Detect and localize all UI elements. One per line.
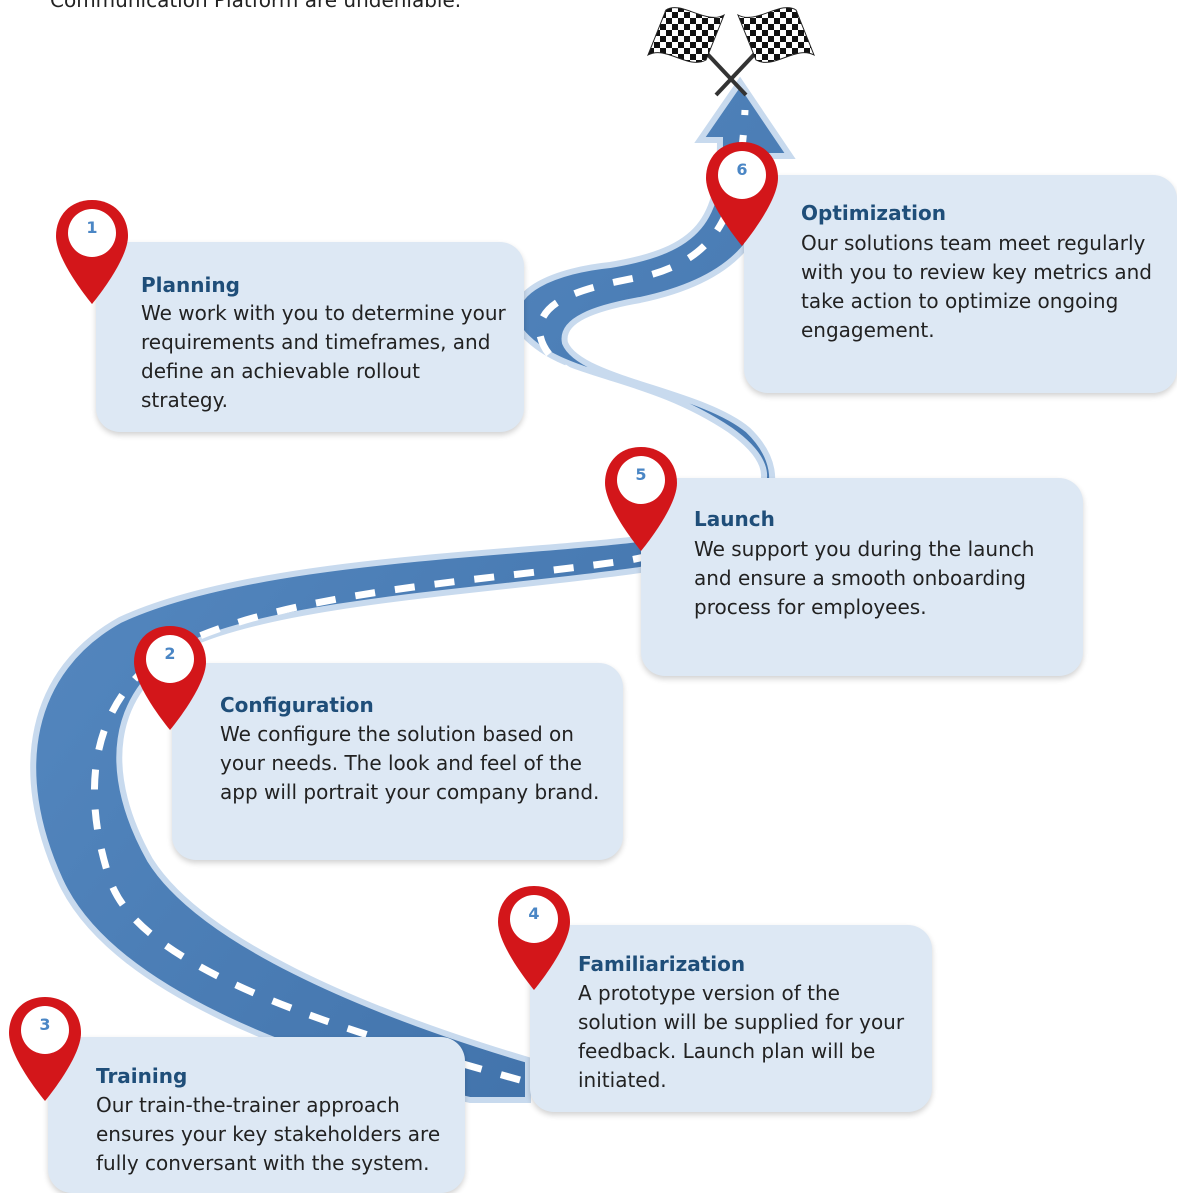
step-card-configuration: [172, 663, 623, 860]
step-title: Launch: [694, 507, 775, 531]
step-card-familiarization: [530, 925, 932, 1112]
step-card-optimization: [744, 175, 1177, 393]
step-card-launch: [641, 478, 1083, 676]
step-title: Configuration: [220, 693, 374, 717]
map-pin-icon: 1: [52, 196, 132, 308]
step-number: 1: [86, 218, 98, 237]
map-pin-icon: 3: [5, 993, 85, 1105]
map-pin-icon: 4: [494, 882, 574, 994]
step-number: 2: [164, 644, 176, 663]
step-description: We configure the solution based on your …: [220, 722, 600, 804]
step-number: 6: [736, 160, 748, 179]
step-title: Familiarization: [578, 952, 746, 976]
step-number: 4: [528, 904, 540, 923]
step-card-planning: [96, 242, 524, 432]
step-description: We work with you to determine your requi…: [141, 301, 506, 412]
intro-text-fragment: Communication Platform are undeniable.: [50, 0, 462, 12]
map-pin-icon: 5: [601, 443, 681, 555]
map-pin-icon: 6: [702, 138, 782, 250]
checkered-flags-icon: [647, 7, 815, 97]
step-title: Training: [96, 1064, 188, 1088]
step-description: Our solutions team meet regularly with y…: [801, 231, 1153, 342]
step-title: Planning: [141, 273, 240, 297]
step-description: We support you during the launch and ens…: [694, 537, 1035, 619]
step-description: Our train-the-trainer approach ensures y…: [96, 1093, 441, 1175]
step-card-training: [48, 1037, 465, 1193]
road-center-line: [91, 109, 756, 1084]
road-surface: [30, 76, 796, 1103]
step-title: Optimization: [801, 201, 946, 225]
step-description: A prototype version of the solution will…: [578, 981, 905, 1092]
step-number: 5: [635, 465, 647, 484]
map-pin-icon: 2: [130, 622, 210, 734]
step-number: 3: [39, 1015, 51, 1034]
